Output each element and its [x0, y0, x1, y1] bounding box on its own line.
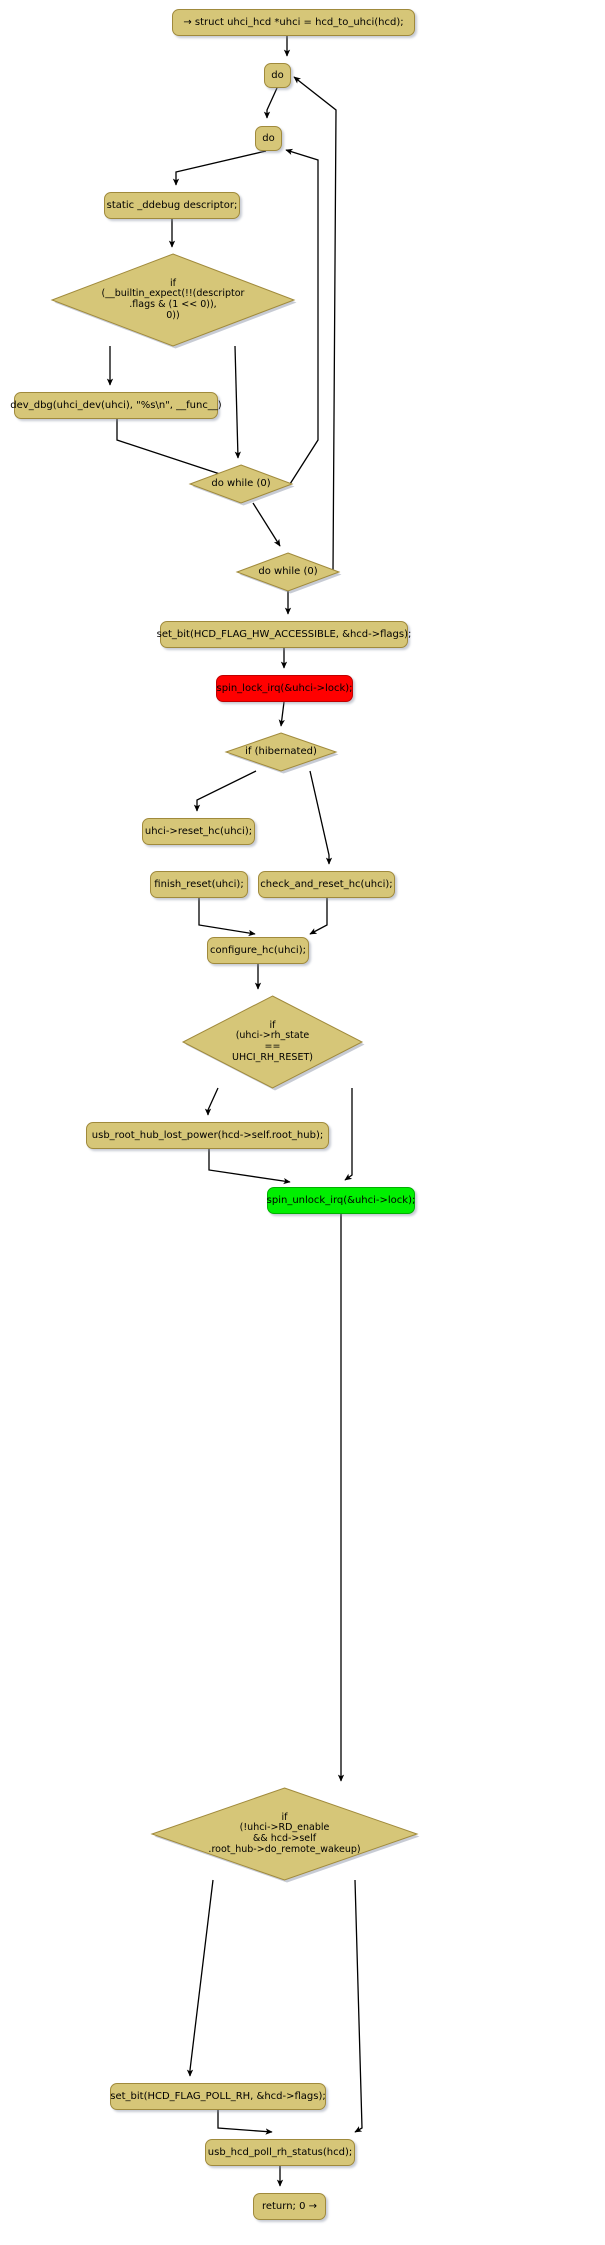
- flow-edge: [263, 87, 278, 119]
- flow-edge: [278, 701, 285, 727]
- flow-edge: [309, 898, 328, 935]
- flow-node-n20[interactable]: set_bit(HCD_FLAG_POLL_RH, &hcd->flags);: [110, 2083, 326, 2110]
- flow-node-n12[interactable]: uhci->reset_hc(uhci);: [142, 818, 255, 845]
- flow-edge: [309, 770, 333, 865]
- flow-node-n14[interactable]: check_and_reset_hc(uhci);: [258, 871, 395, 898]
- flow-node-n13[interactable]: finish_reset(uhci);: [150, 871, 248, 898]
- flow-edge: [186, 1879, 214, 2077]
- flow-node-n1[interactable]: → struct uhci_hcd *uhci = hcd_to_uhci(hc…: [172, 9, 415, 36]
- flow-edge: [208, 1149, 291, 1185]
- flow-node-n19[interactable]: if (!uhci->RD_enable && hcd->self .root_…: [150, 1787, 420, 1883]
- flow-edge: [293, 76, 337, 573]
- flow-node-n22[interactable]: return; 0 →: [253, 2193, 326, 2220]
- diamond-shape: [50, 253, 296, 347]
- flow-edge: [217, 2110, 273, 2135]
- flow-edge: [204, 1087, 219, 1116]
- flow-node-n21[interactable]: usb_hcd_poll_rh_status(hcd);: [205, 2139, 355, 2166]
- flow-node-n11[interactable]: if (hibernated): [224, 732, 339, 774]
- diamond-shape: [235, 552, 341, 592]
- flow-node-n16[interactable]: if (uhci->rh_state == UHCI_RH_RESET): [181, 995, 365, 1091]
- flow-edge: [252, 502, 281, 547]
- flow-node-n5[interactable]: if (__builtin_expect(!!(descriptor .flag…: [50, 253, 297, 349]
- flow-node-label: if (__builtin_expect(!!(descriptor .flag…: [101, 277, 245, 321]
- flow-node-n7[interactable]: do while (0): [188, 464, 295, 506]
- flow-node-label: if (hibernated): [245, 746, 317, 758]
- flow-edge: [172, 150, 267, 186]
- flow-edge: [193, 770, 257, 812]
- diamond-shape: [188, 464, 294, 504]
- diamond-shape: [181, 995, 364, 1089]
- flow-node-n10[interactable]: spin_lock_irq(&uhci->lock);: [216, 675, 353, 702]
- flow-node-n3[interactable]: do: [255, 126, 282, 151]
- flow-edge: [234, 345, 241, 459]
- flow-node-label: if (!uhci->RD_enable && hcd->self .root_…: [208, 1811, 361, 1855]
- diamond-shape: [150, 1787, 419, 1881]
- flow-node-n2[interactable]: do: [264, 63, 291, 88]
- flow-node-n9[interactable]: set_bit(HCD_FLAG_HW_ACCESSIBLE, &hcd->fl…: [157, 621, 411, 648]
- diamond-shape: [224, 732, 338, 772]
- flow-node-n6[interactable]: dev_dbg(uhci_dev(uhci), "%s\n", __func__…: [10, 392, 222, 419]
- flow-node-label: do while (0): [258, 566, 318, 578]
- flow-edge: [344, 1088, 353, 1181]
- flow-node-label: do while (0): [211, 478, 271, 490]
- flow-node-n18[interactable]: spin_unlock_irq(&uhci->lock);: [267, 1187, 415, 1214]
- flow-edge: [354, 1879, 363, 2133]
- flow-node-n15[interactable]: configure_hc(uhci);: [207, 937, 309, 964]
- flow-node-label: if (uhci->rh_state == UHCI_RH_RESET): [232, 1019, 313, 1063]
- flow-edge: [198, 898, 256, 937]
- flow-node-n4[interactable]: static _ddebug descriptor;: [104, 192, 240, 219]
- flow-node-n8[interactable]: do while (0): [235, 552, 342, 594]
- flow-node-n17[interactable]: usb_root_hub_lost_power(hcd->self.root_h…: [86, 1122, 329, 1149]
